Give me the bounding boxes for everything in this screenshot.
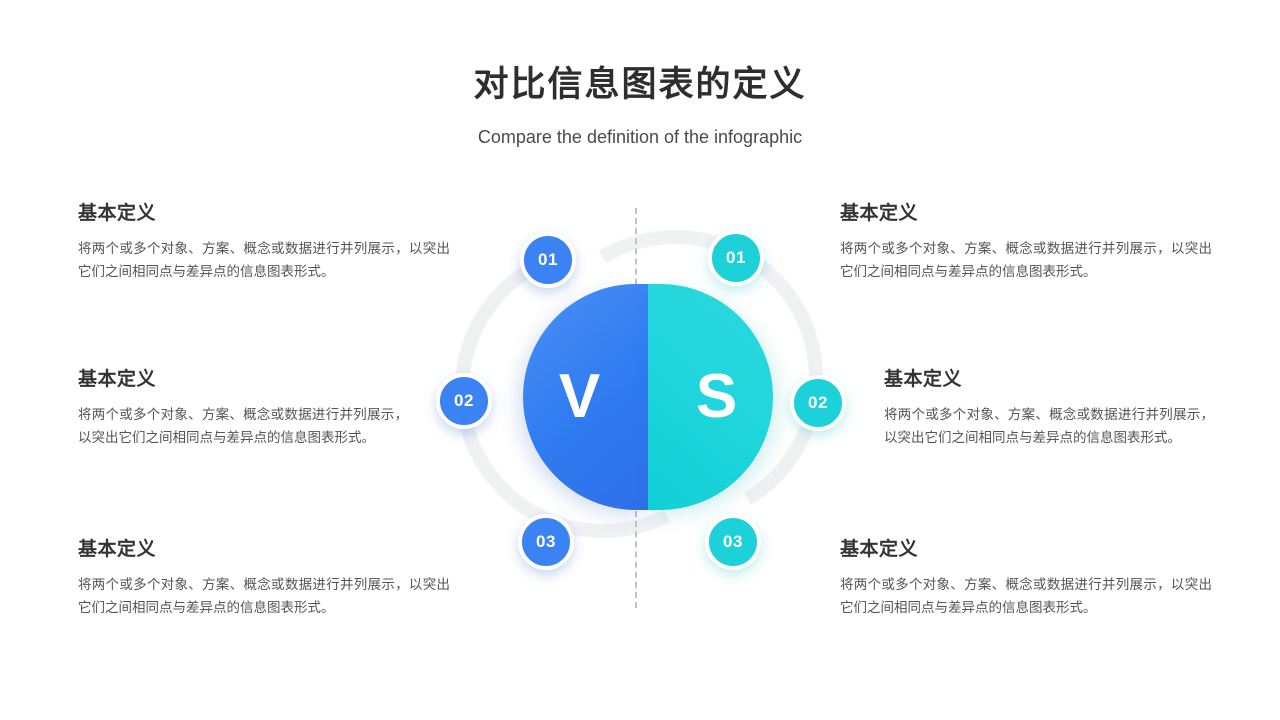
right-block-2-body: 将两个或多个对象、方案、概念或数据进行并列展示，以突出它们之间相同点与差异点的信…: [884, 407, 1214, 445]
right-block-3-heading: 基本定义: [840, 539, 919, 560]
badge-right-01[interactable]: 01: [708, 230, 764, 286]
left-block-3-heading: 基本定义: [78, 539, 157, 560]
left-block-2-body: 将两个或多个对象、方案、概念或数据进行并列展示，以突出它们之间相同点与差异点的信…: [78, 407, 408, 445]
vs-diagram: V S 01 02 03 01 02 03: [405, 190, 875, 630]
slide-header: 对比信息图表的定义 Compare the definition of the …: [0, 62, 1280, 150]
right-text-block-1: 基本定义 将两个或多个对象、方案、概念或数据进行并列展示，以突出它们之间相同点与…: [840, 198, 1212, 283]
badge-right-02[interactable]: 02: [790, 375, 846, 431]
badge-left-02[interactable]: 02: [436, 373, 492, 429]
badge-right-03[interactable]: 03: [705, 514, 761, 570]
left-text-block-1: 基本定义 将两个或多个对象、方案、概念或数据进行并列展示，以突出它们之间相同点与…: [78, 198, 450, 283]
right-block-3-body: 将两个或多个对象、方案、概念或数据进行并列展示，以突出它们之间相同点与差异点的信…: [840, 577, 1212, 615]
right-block-1-heading: 基本定义: [840, 203, 919, 224]
left-text-block-2: 基本定义 将两个或多个对象、方案、概念或数据进行并列展示，以突出它们之间相同点与…: [78, 364, 408, 449]
left-block-3-body: 将两个或多个对象、方案、概念或数据进行并列展示，以突出它们之间相同点与差异点的信…: [78, 577, 450, 615]
right-block-2-heading: 基本定义: [884, 369, 963, 390]
right-block-1-body: 将两个或多个对象、方案、概念或数据进行并列展示，以突出它们之间相同点与差异点的信…: [840, 241, 1212, 279]
left-text-block-3: 基本定义 将两个或多个对象、方案、概念或数据进行并列展示，以突出它们之间相同点与…: [78, 534, 450, 619]
right-text-block-3: 基本定义 将两个或多个对象、方案、概念或数据进行并列展示，以突出它们之间相同点与…: [840, 534, 1212, 619]
page-title: 对比信息图表的定义: [473, 65, 807, 104]
left-block-2-heading: 基本定义: [78, 369, 157, 390]
badge-left-03[interactable]: 03: [518, 514, 574, 570]
page-subtitle: Compare the definition of the infographi…: [477, 127, 803, 147]
left-block-1-body: 将两个或多个对象、方案、概念或数据进行并列展示，以突出它们之间相同点与差异点的信…: [78, 241, 450, 279]
badge-left-01[interactable]: 01: [520, 232, 576, 288]
left-block-1-heading: 基本定义: [78, 203, 157, 224]
right-text-block-2: 基本定义 将两个或多个对象、方案、概念或数据进行并列展示，以突出它们之间相同点与…: [884, 364, 1214, 449]
